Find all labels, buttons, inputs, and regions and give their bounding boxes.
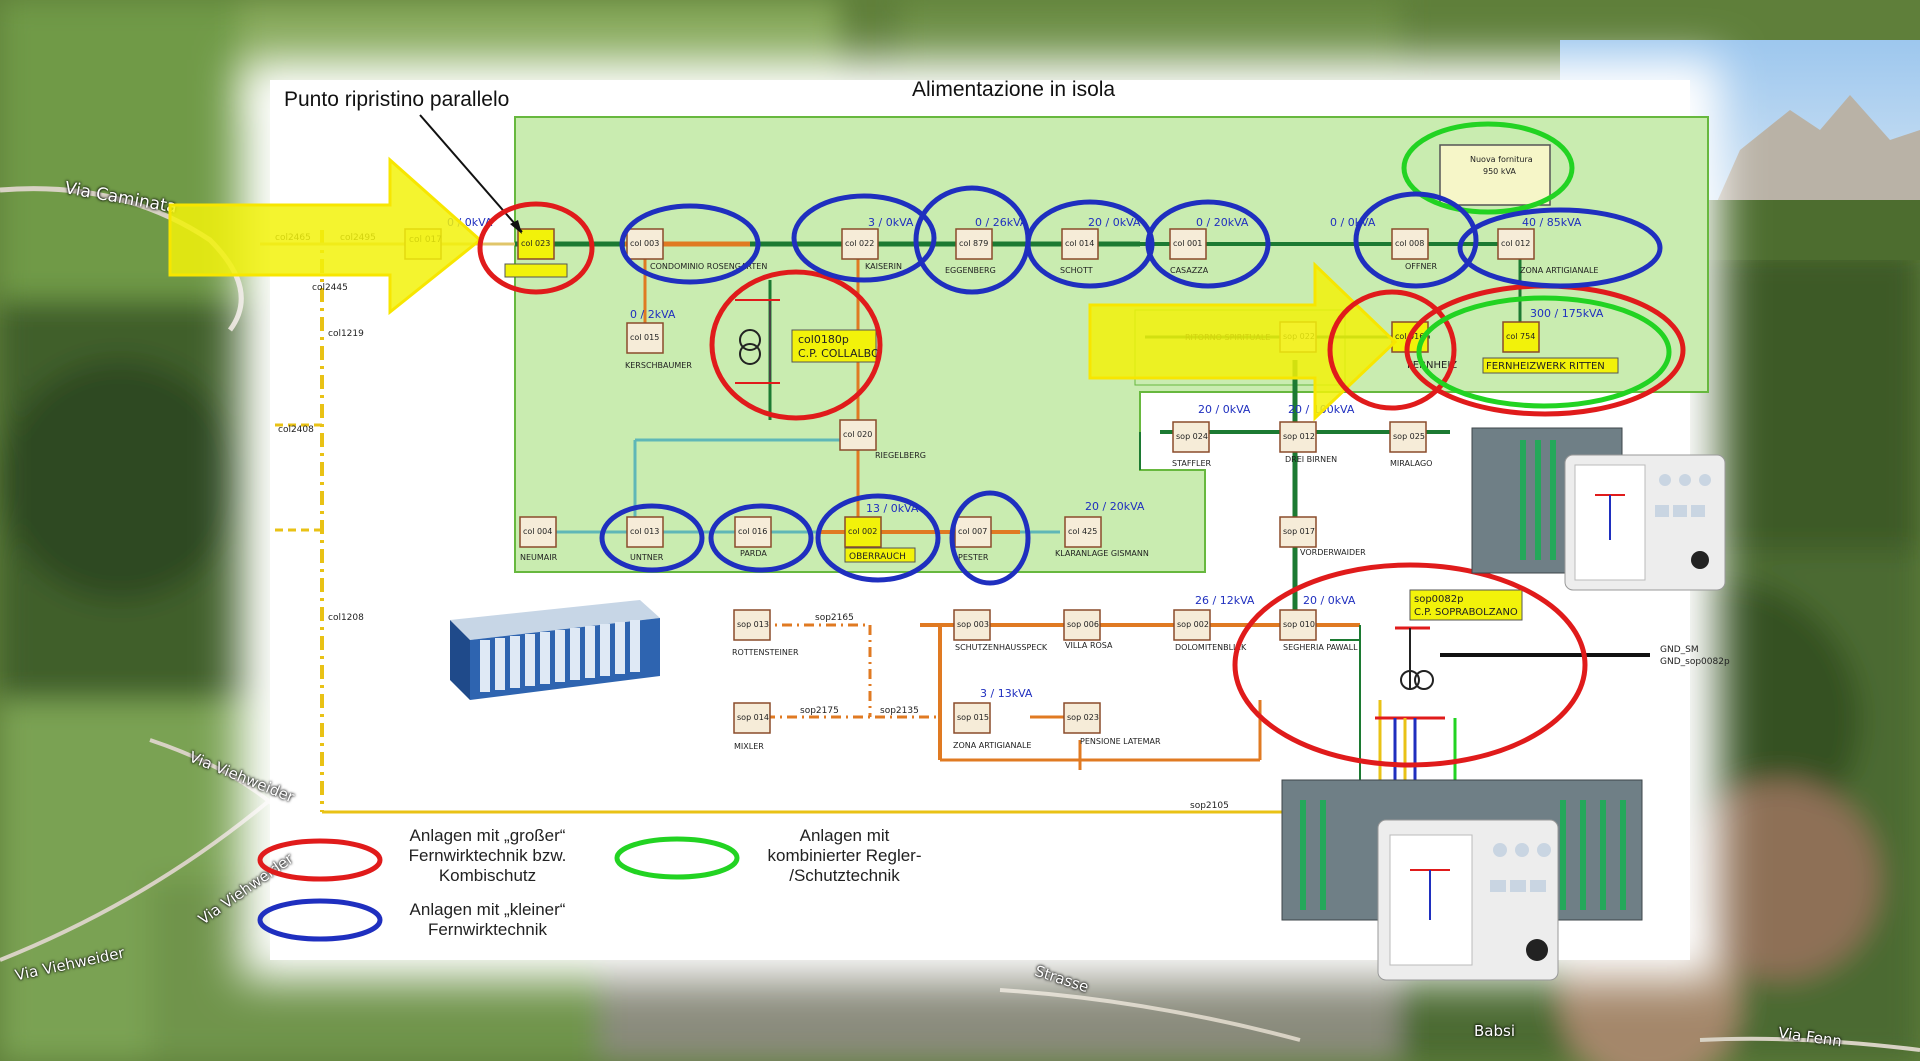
legend-blue-text: Anlagen mit „kleiner“ Fernwirktechnik <box>409 900 566 939</box>
street-label-babsi: Babsi <box>1474 1022 1515 1040</box>
legend-red-text: Anlagen mit „großer“ Fernwirktechnik bzw… <box>408 826 567 885</box>
legend-green-text: Anlagen mit kombinierter Regler- /Schutz… <box>767 826 922 885</box>
island-supply-title: Alimentazione in isola <box>912 78 1116 101</box>
restore-point-title: Punto ripristino parallelo <box>284 88 510 111</box>
